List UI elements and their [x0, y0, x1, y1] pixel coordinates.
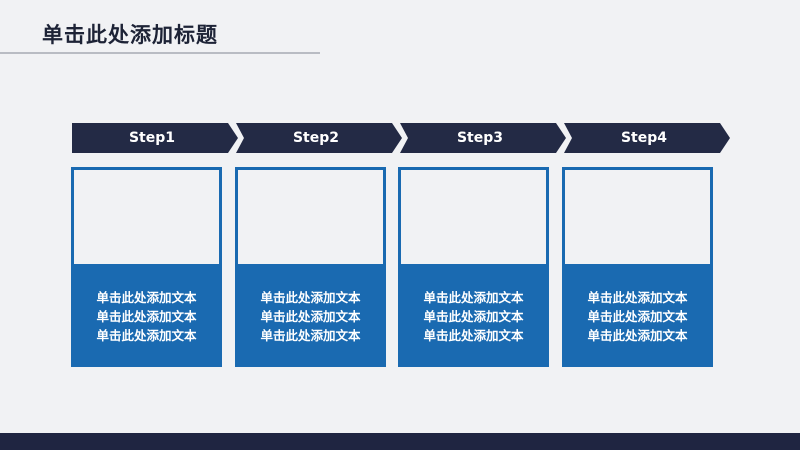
- step-3-text-line: 单击此处添加文本: [423, 309, 524, 324]
- step-2-image-placeholder[interactable]: [238, 170, 383, 264]
- step-4-arrow: Step4: [564, 123, 730, 153]
- step-3-text[interactable]: 单击此处添加文本 单击此处添加文本 单击此处添加文本: [398, 288, 549, 345]
- step-1-label: Step1: [128, 130, 176, 146]
- chevron-arrow-icon: [72, 123, 238, 153]
- step-2-text-line: 单击此处添加文本: [260, 309, 361, 324]
- footer-bar: [0, 433, 800, 450]
- slide-title: 单击此处添加标题: [42, 23, 218, 47]
- step-3-text-line: 单击此处添加文本: [423, 290, 524, 305]
- step-3-text-line: 单击此处添加文本: [423, 328, 524, 343]
- step-3-image-placeholder[interactable]: [401, 170, 546, 264]
- step-2-text-line: 单击此处添加文本: [260, 290, 361, 305]
- step-1-text-line: 单击此处添加文本: [96, 290, 197, 305]
- chevron-arrow-icon: [400, 123, 566, 153]
- step-4-image-placeholder[interactable]: [565, 170, 710, 264]
- step-1-text[interactable]: 单击此处添加文本 单击此处添加文本 单击此处添加文本: [71, 288, 222, 345]
- step-2-arrow: Step2: [236, 123, 402, 153]
- step-2-text[interactable]: 单击此处添加文本 单击此处添加文本 单击此处添加文本: [235, 288, 386, 345]
- step-4-card: 单击此处添加文本 单击此处添加文本 单击此处添加文本: [562, 167, 713, 367]
- step-3-label: Step3: [456, 130, 504, 146]
- step-1-text-line: 单击此处添加文本: [96, 309, 197, 324]
- title-underline: [0, 52, 320, 54]
- step-4-text-line: 单击此处添加文本: [587, 290, 688, 305]
- step-3-arrow: Step3: [400, 123, 566, 153]
- chevron-arrow-icon: [564, 123, 730, 153]
- step-1-image-placeholder[interactable]: [74, 170, 219, 264]
- chevron-arrow-icon: [236, 123, 402, 153]
- step-2-card: 单击此处添加文本 单击此处添加文本 单击此处添加文本: [235, 167, 386, 367]
- step-4-label: Step4: [620, 130, 668, 146]
- step-1-card: 单击此处添加文本 单击此处添加文本 单击此处添加文本: [71, 167, 222, 367]
- step-4-text-line: 单击此处添加文本: [587, 328, 688, 343]
- step-4-text-line: 单击此处添加文本: [587, 309, 688, 324]
- step-2-text-line: 单击此处添加文本: [260, 328, 361, 343]
- step-1-arrow: Step1: [72, 123, 238, 153]
- step-3-card: 单击此处添加文本 单击此处添加文本 单击此处添加文本: [398, 167, 549, 367]
- step-1-text-line: 单击此处添加文本: [96, 328, 197, 343]
- step-2-label: Step2: [292, 130, 340, 146]
- step-4-text[interactable]: 单击此处添加文本 单击此处添加文本 单击此处添加文本: [562, 288, 713, 345]
